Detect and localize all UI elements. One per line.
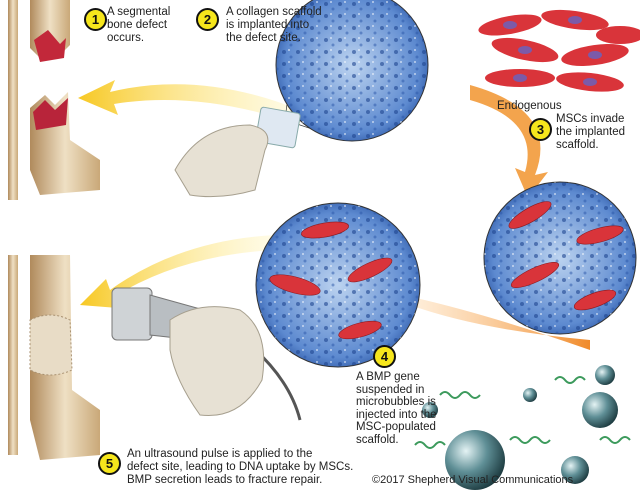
step-badge: 1 <box>84 8 107 31</box>
step-text: An ultrasound pulse is applied to the de… <box>127 448 354 486</box>
microbubbles-with-bmp-gene <box>414 365 631 490</box>
step-badge: 5 <box>98 452 121 475</box>
fractured-bone <box>8 0 100 200</box>
collagen-scaffold-magnified <box>275 0 429 142</box>
step-badge: 4 <box>373 345 396 368</box>
step-text: Endogenous MSCs invade the implanted sca… <box>497 100 626 151</box>
step-badge: 2 <box>196 8 219 31</box>
healed-bone <box>8 255 100 460</box>
step-badge: 3 <box>529 118 552 141</box>
step-text: A BMP gene suspended in microbubbles is … <box>356 371 437 446</box>
step-text: A segmental bone defect occurs. <box>107 6 171 44</box>
arrow-scaffold-to-bone <box>78 80 300 125</box>
scaffold-with-gene-uptake <box>255 202 421 368</box>
arrow-ultrasound-to-bone <box>80 235 275 308</box>
msc-cells <box>478 9 640 92</box>
step-text: A collagen scaffold is implanted into th… <box>226 6 322 44</box>
copyright: ©2017 Shepherd Visual Communications <box>372 474 574 486</box>
arrow-cells-to-scaffold <box>470 85 548 198</box>
ultrasound-probe <box>111 287 302 421</box>
gloved-hand-with-scaffold <box>174 106 301 198</box>
arrow-bubbles-to-scaffold <box>392 288 590 350</box>
scaffold-with-mscs <box>483 181 637 335</box>
